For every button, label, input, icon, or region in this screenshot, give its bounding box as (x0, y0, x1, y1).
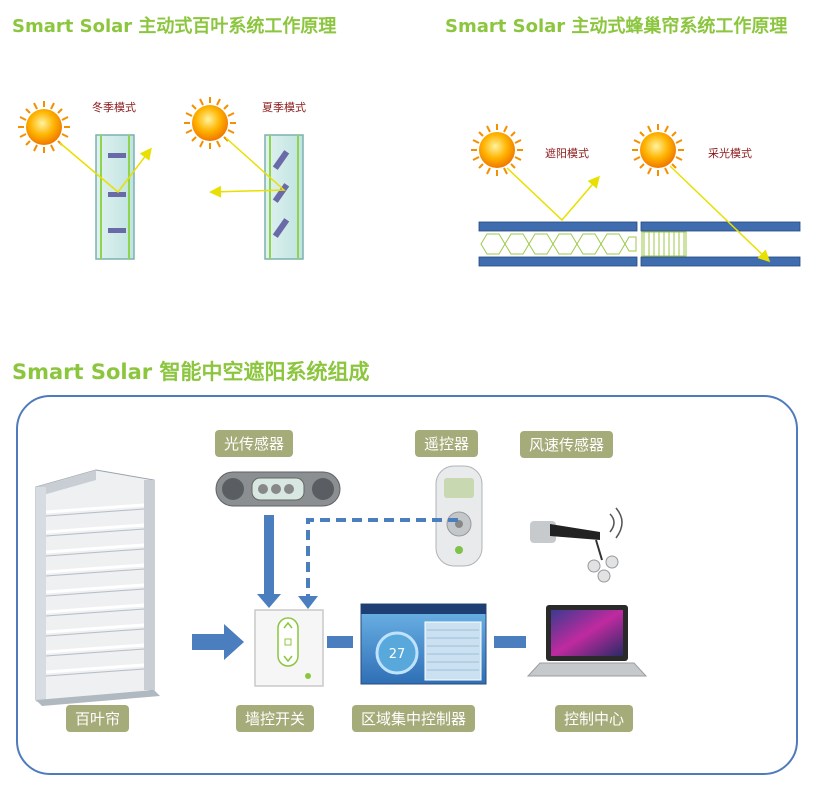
honeycomb-shade-diagram: 遮阳模式 (470, 123, 638, 267)
wall-switch-label: 墙控开关 (236, 705, 315, 732)
sun-icon (183, 96, 237, 150)
remote-label: 遥控器 (415, 430, 479, 457)
zone-controller-image: 27 (360, 603, 487, 685)
light-sensor-label: 光传感器 (215, 430, 294, 457)
shade-mode-label: 遮阳模式 (545, 146, 589, 160)
louver-section-title: Smart Solar 主动式百叶系统工作原理 (12, 16, 337, 37)
laptop-image (526, 605, 648, 677)
blind-label: 百叶帘 (66, 705, 130, 732)
louver-winter-diagram: 冬季模式 (17, 100, 152, 260)
sun-icon (470, 123, 524, 177)
winter-mode-label: 冬季模式 (92, 100, 136, 114)
light-sensor-image (215, 471, 341, 507)
control-center-label: 控制中心 (555, 705, 634, 732)
wind-sensor-label: 风速传感器 (520, 431, 614, 458)
light-mode-label: 采光模式 (708, 146, 752, 160)
controller-value-text: 27 (389, 647, 406, 662)
honeycomb-light-diagram: 采光模式 (631, 123, 801, 267)
louver-summer-diagram: 夏季模式 (183, 96, 306, 260)
system-frame (16, 395, 798, 775)
system-section-title: Smart Solar 智能中空遮阳系统组成 (12, 360, 370, 384)
honeycomb-section-title: Smart Solar 主动式蜂巢帘系统工作原理 (445, 16, 788, 37)
wall-switch-image (254, 609, 324, 687)
connectors (192, 515, 526, 660)
sun-icon (631, 123, 685, 177)
summer-mode-label: 夏季模式 (262, 101, 306, 114)
wind-sensor-image (530, 507, 623, 583)
blind-image (35, 469, 160, 706)
zone-controller-label: 区域集中控制器 (352, 705, 476, 732)
